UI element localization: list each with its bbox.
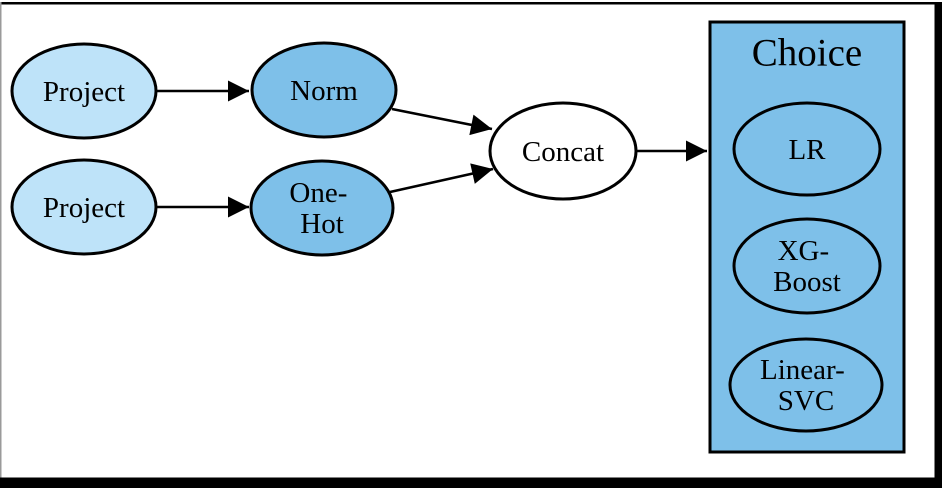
node-linearsvc-ellipse <box>728 337 884 433</box>
node-norm-label: Norm <box>290 75 358 107</box>
node-project-bottom-ellipse <box>10 158 158 256</box>
choice-group-title: Choice <box>752 32 862 75</box>
frame-bottom-border <box>0 477 942 488</box>
node-xgboost-label: XG- Boost <box>773 235 841 298</box>
node-onehot-ellipse <box>249 159 395 257</box>
edge-norm-to-concat <box>391 107 493 136</box>
frame-right-border <box>934 2 942 488</box>
node-project-bottom-label: Project <box>43 192 125 224</box>
node-concat-label: Concat <box>522 136 604 168</box>
node-xgboost-ellipse <box>732 217 882 315</box>
node-linearsvc-label: Linear- SVC <box>760 354 852 417</box>
node-norm-ellipse <box>250 41 398 139</box>
node-lr-label: LR <box>788 134 826 166</box>
edge-onehot-to-concat <box>389 163 494 194</box>
node-project-top-ellipse <box>10 42 158 140</box>
frame-left-border <box>0 2 2 488</box>
node-concat-ellipse <box>488 101 638 201</box>
node-lr-ellipse <box>732 101 882 197</box>
frame-top-border <box>0 2 942 5</box>
node-onehot-label: One- Hot <box>289 177 354 240</box>
node-project-top-label: Project <box>43 76 125 108</box>
